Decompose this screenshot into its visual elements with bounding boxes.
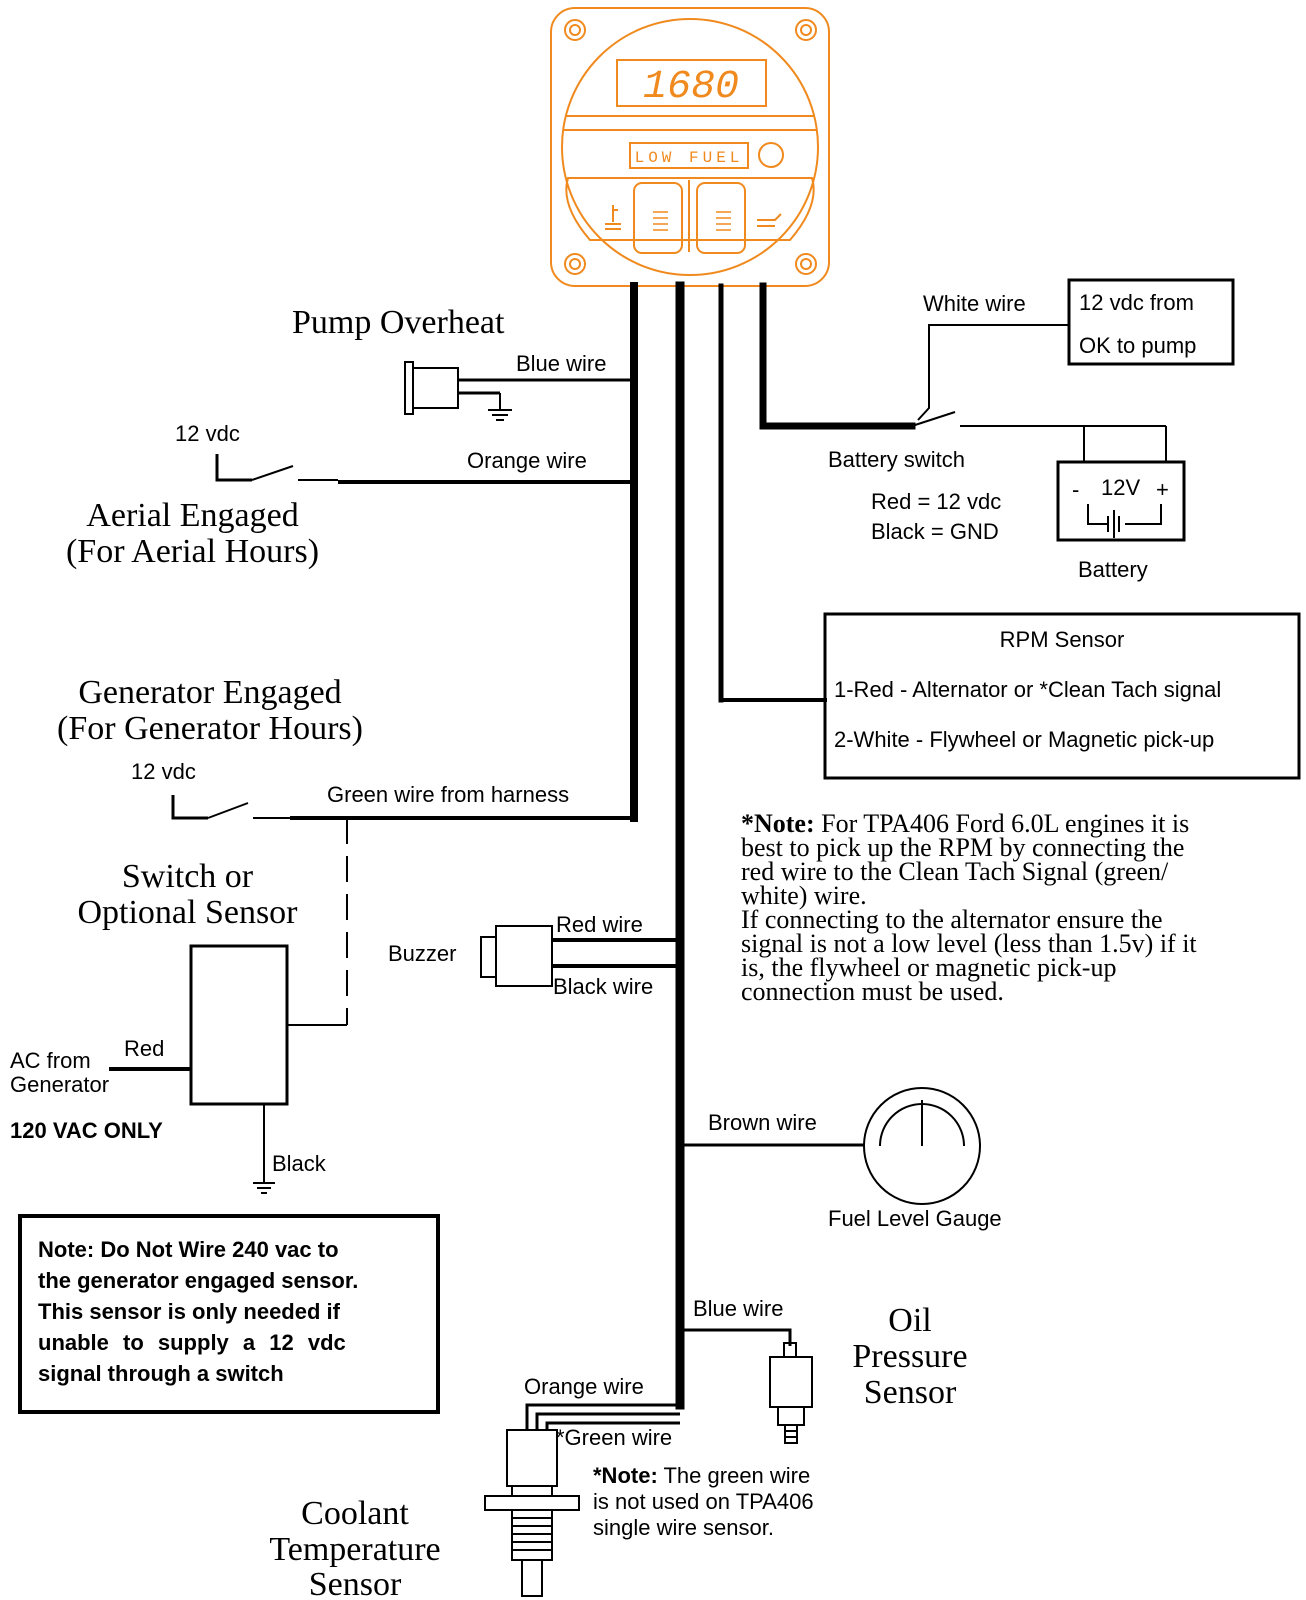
aerial-engaged-switch [215, 454, 634, 484]
warning-note-line: the generator engaged sensor. [38, 1268, 359, 1293]
battery-label: Battery [1078, 557, 1148, 582]
rpm-note-bold: *Note: [741, 809, 815, 838]
battery-voltage-label: 12V [1101, 475, 1141, 500]
oil-sensor-title: Sensor [863, 1374, 957, 1411]
coolant-sensor-title: Sensor [308, 1566, 402, 1600]
sensor-red-label: Red [124, 1036, 165, 1061]
optional-sensor [109, 944, 289, 1194]
generator-12vdc-label: 12 vdc [131, 759, 196, 784]
buzzer-black-wire-label: Black wire [553, 974, 654, 999]
coolant-green-wire-label: *Green wire [556, 1425, 673, 1450]
rpm-note-line: red wire to the Clean Tach Signal (green… [741, 857, 1169, 886]
rpm-note-line: best to pick up the RPM by connecting th… [741, 833, 1185, 862]
fuel-level-gauge [680, 1087, 981, 1205]
sensor-black-label: Black [272, 1151, 326, 1176]
rpm-sensor-box [823, 612, 1301, 780]
green-note-bold: *Note: [593, 1463, 658, 1488]
switch-or-title: Switch or [121, 858, 254, 895]
warning-note-line: unable to supply a 12 vdc [38, 1330, 346, 1355]
engine-gauge [550, 7, 830, 287]
rpm-note: *Note: For TPA406 Ford 6.0L engines it i… [741, 809, 1197, 1006]
low-fuel-label: LOW FUEL [635, 149, 744, 167]
low-fuel-lamp-icon [758, 142, 784, 168]
fuel-level-gauge-label: Fuel Level Gauge [828, 1206, 1002, 1231]
coolant-temperature-icon [605, 205, 621, 230]
rpm-line-white: 2-White - Flywheel or Magnetic pick-up [834, 727, 1215, 752]
warning-note-line: Note: Do Not Wire 240 vac to [38, 1237, 339, 1262]
oil-title: Oil [888, 1302, 932, 1339]
brown-wire-label: Brown wire [708, 1110, 817, 1135]
green-note-line: The green wire [657, 1463, 811, 1488]
black-gnd-label: Black = GND [871, 519, 999, 544]
rpm-note-line: is, the flywheel or magnetic pick-up [741, 953, 1117, 982]
pump-overheat-switch [404, 361, 634, 421]
green-wire-label: Green wire from harness [327, 782, 570, 807]
oil-blue-wire-label: Blue wire [693, 1296, 784, 1321]
rpm-note-line: connection must be used. [741, 977, 1004, 1006]
ac-from-label: AC from [10, 1048, 91, 1073]
pump-signal-line1: 12 vdc from [1079, 290, 1194, 315]
buzzer-red-wire-label: Red wire [556, 912, 643, 937]
aerial-hours-subtitle: (For Aerial Hours) [65, 533, 320, 570]
pressure-title: Pressure [852, 1338, 968, 1375]
rpm-sensor-title: RPM Sensor [999, 627, 1125, 652]
white-wire-label: White wire [923, 291, 1026, 316]
buzzer-label: Buzzer [388, 941, 457, 966]
rpm-note-line: For TPA406 Ford 6.0L engines it is [814, 809, 1190, 838]
rpm-display: 1680 [643, 65, 739, 110]
red-12vdc-label: Red = 12 vdc [871, 489, 1002, 514]
oil-pressure-sensor [680, 1328, 813, 1444]
vac-only-label: 120 VAC ONLY [10, 1118, 163, 1143]
pump-signal-box [1067, 278, 1235, 366]
generator-engaged-title: Generator Engaged [78, 674, 342, 711]
coolant-temperature-sensor [484, 1403, 680, 1597]
warning-note-line: signal through a switch [38, 1361, 284, 1386]
rpm-note-line: signal is not a low level (less than 1.5… [741, 929, 1197, 958]
battery-minus-label: - [1072, 477, 1080, 502]
green-note: *Note: The green wire is not used on TPA… [593, 1463, 814, 1541]
battery-plus-label: + [1156, 477, 1169, 502]
aerial-engaged-title: Aerial Engaged [86, 497, 299, 534]
rpm-line-red: 1-Red - Alternator or *Clean Tach signal [834, 677, 1222, 702]
oil-bar-icon [696, 182, 746, 254]
pump-signal-line2: OK to pump [1079, 333, 1197, 358]
oil-can-icon [757, 213, 782, 227]
rpm-note-line: white) wire. [741, 881, 867, 910]
coolant-title: Coolant [301, 1495, 409, 1532]
warning-note-box: Note: Do Not Wire 240 vac to the generat… [18, 1214, 440, 1414]
harness-wires [630, 281, 916, 1410]
aerial-12vdc-label: 12 vdc [175, 421, 240, 446]
generator-engaged-switch [171, 795, 634, 1026]
battery-circuit [911, 324, 1186, 542]
battery-switch-label: Battery switch [828, 447, 965, 472]
green-note-line: is not used on TPA406 [593, 1489, 814, 1514]
generator-hours-subtitle: (For Generator Hours) [57, 710, 363, 747]
coolant-orange-wire-label: Orange wire [524, 1374, 644, 1399]
optional-sensor-title: Optional Sensor [77, 894, 298, 931]
orange-wire-label: Orange wire [467, 448, 587, 473]
blue-wire-label: Blue wire [516, 351, 607, 376]
green-note-line: single wire sensor. [593, 1515, 774, 1540]
temperature-title: Temperature [269, 1531, 441, 1568]
pump-overheat-title: Pump Overheat [292, 304, 505, 341]
coolant-bar-icon [633, 182, 683, 254]
generator-label: Generator [10, 1072, 110, 1097]
warning-note-line: This sensor is only needed if [38, 1299, 340, 1324]
rpm-note-line: If connecting to the alternator ensure t… [741, 905, 1163, 934]
buzzer [480, 925, 680, 987]
